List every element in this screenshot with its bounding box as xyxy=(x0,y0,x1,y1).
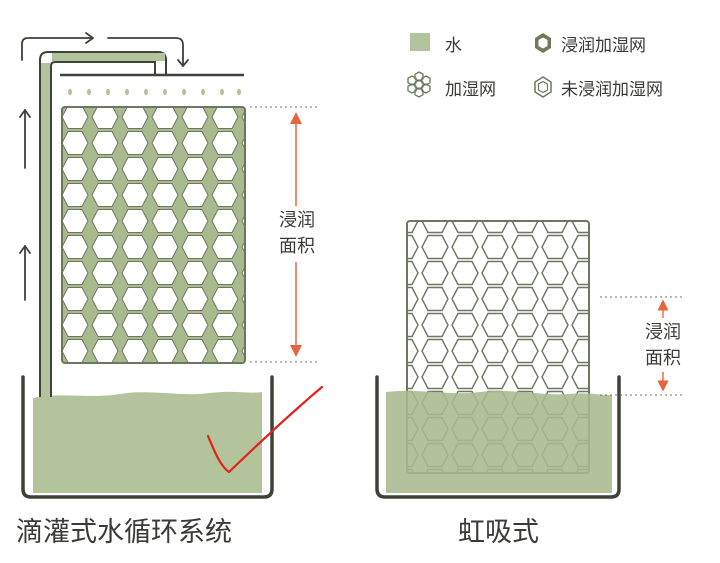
drip-soaked-pad xyxy=(61,106,246,364)
legend-pad-label: 加湿网 xyxy=(445,80,496,100)
water-drops xyxy=(68,88,241,96)
legend xyxy=(407,33,552,98)
legend-unsoaked-pad-label: 未浸润加湿网 xyxy=(561,80,663,100)
legend-water-swatch xyxy=(410,33,430,51)
legend-water-label: 水 xyxy=(445,36,462,56)
siphon-area-label: 浸润 面积 xyxy=(638,320,688,372)
drip-area-label: 浸润 面积 xyxy=(272,208,322,260)
drip-pipe-top-water xyxy=(52,53,165,61)
siphon-system-caption: 虹吸式 xyxy=(458,517,539,548)
legend-unsoaked-pad-icon xyxy=(534,76,552,98)
legend-soaked-pad-label: 浸润加湿网 xyxy=(561,36,646,56)
siphon-system xyxy=(375,220,684,499)
drip-area-label-line1: 浸润 xyxy=(279,210,315,231)
drip-system-caption: 滴灌式水循环系统 xyxy=(16,517,232,548)
siphon-area-label-line2: 面积 xyxy=(645,348,681,369)
siphon-tank-walls xyxy=(375,375,621,499)
siphon-tank-water xyxy=(386,390,612,493)
drip-system xyxy=(19,32,324,499)
drip-supply-pipe xyxy=(39,51,167,397)
circulation-arrows xyxy=(19,32,189,301)
drip-pipe-water xyxy=(41,63,50,397)
drip-area-label-line2: 面积 xyxy=(279,236,315,257)
check-mark xyxy=(206,385,324,474)
drip-tank-water xyxy=(33,391,262,493)
legend-soaked-pad-icon xyxy=(535,33,551,53)
drip-tank-walls xyxy=(21,375,274,499)
siphon-area-label-line1: 浸润 xyxy=(645,322,681,343)
legend-pad-icon xyxy=(407,71,431,98)
